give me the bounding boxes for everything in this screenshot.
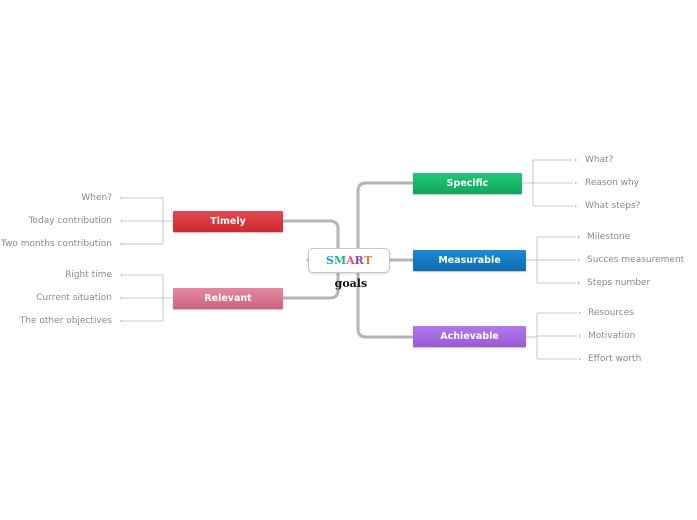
title-letter-s: S: [325, 254, 334, 267]
branch-relevant[interactable]: Relevant: [173, 288, 283, 309]
branch-measurable[interactable]: Measurable: [413, 250, 526, 271]
leaf-effort-worth[interactable]: Effort worth: [588, 354, 642, 364]
leaf-reason-why[interactable]: Reason why: [585, 178, 640, 188]
leaf-steps-number[interactable]: Steps number: [587, 278, 651, 288]
leaf-current-situation[interactable]: Current situation: [36, 293, 112, 303]
leaf-resources[interactable]: Resources: [588, 308, 634, 318]
leaf-the-other-objectives[interactable]: The other objectives: [19, 316, 112, 326]
branch-achievable[interactable]: Achievable: [413, 326, 526, 347]
leaf-motivation[interactable]: Motivation: [588, 331, 636, 341]
title-suffix: goals: [330, 277, 368, 290]
title-letter-a: A: [346, 254, 355, 267]
leaf-when[interactable]: When?: [81, 193, 112, 203]
leaf-today-contribution[interactable]: Today contribution: [28, 216, 112, 226]
leaf-what-steps[interactable]: What steps?: [585, 201, 641, 211]
leaf-right-time[interactable]: Right time: [65, 270, 112, 280]
leaf-milestone[interactable]: Milestone: [587, 232, 631, 242]
leaf-two-months-contribution[interactable]: Two months contribution: [0, 239, 112, 249]
title-letter-m: M: [333, 254, 347, 267]
branch-timely[interactable]: Timely: [173, 211, 283, 232]
title-letter-r: R: [354, 254, 364, 267]
central-topic[interactable]: SMART goals: [308, 248, 390, 290]
leaf-what[interactable]: What?: [585, 155, 614, 165]
title-letter-t: T: [363, 254, 373, 267]
leaf-succes-measurement[interactable]: Succes measurement: [587, 255, 685, 265]
branch-specific[interactable]: Specific: [413, 173, 522, 194]
